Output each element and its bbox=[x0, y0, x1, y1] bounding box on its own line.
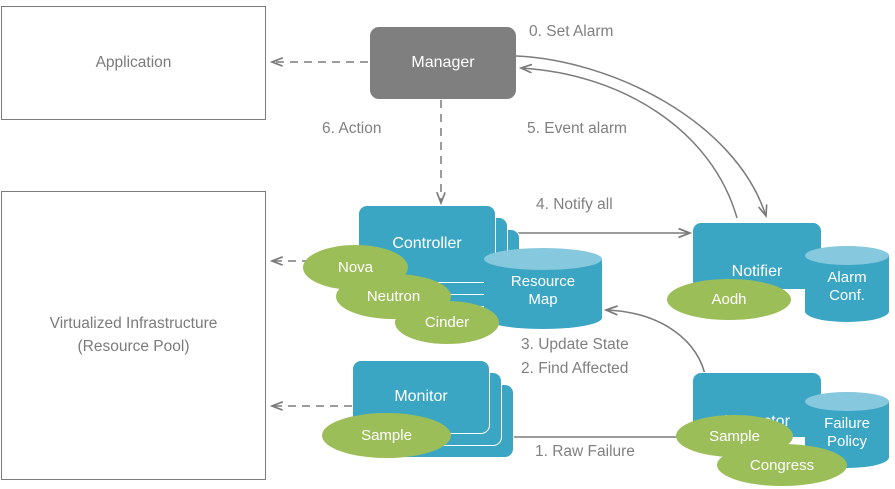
notifier-box[interactable]: Notifier bbox=[692, 222, 822, 290]
resource-map-line2: Map bbox=[528, 290, 558, 308]
alarm-conf-label: Alarm Conf. bbox=[805, 269, 889, 304]
project-nova-label: Nova bbox=[337, 259, 374, 276]
project-sample-monitor[interactable]: Sample bbox=[322, 413, 451, 458]
resource-map-body bbox=[484, 259, 602, 329]
alarm-conf-cylinder[interactable]: Alarm Conf. bbox=[805, 246, 889, 328]
infrastructure-box: Virtualized Infrastructure (Resource Poo… bbox=[1, 191, 266, 480]
controller-label: Controller bbox=[392, 235, 462, 252]
resource-map-top bbox=[484, 248, 602, 270]
project-sample-inspector-label: Sample bbox=[709, 427, 760, 445]
infrastructure-label-line1: Virtualized Infrastructure bbox=[49, 315, 218, 333]
project-sample-inspector[interactable]: Sample bbox=[676, 415, 793, 457]
project-cinder-label: Cinder bbox=[424, 314, 470, 331]
failure-policy-line1: Failure bbox=[824, 415, 870, 432]
flow-label-raw-failure: 1. Raw Failure bbox=[535, 443, 635, 460]
failure-policy-line2: Policy bbox=[826, 432, 867, 450]
failure-policy-top bbox=[805, 392, 889, 411]
flow-label-action: 6. Action bbox=[322, 120, 382, 137]
project-neutron-label: Neutron bbox=[366, 288, 421, 305]
alarm-conf-line1: Alarm bbox=[827, 269, 867, 286]
flow-label-set-alarm: 0. Set Alarm bbox=[529, 23, 614, 40]
alarm-conf-top bbox=[805, 246, 889, 265]
flow-label-find-affected: 2. Find Affected bbox=[521, 360, 629, 377]
flow-label-update-state: 3. Update State bbox=[521, 336, 629, 353]
resource-map-line1: Resource bbox=[510, 273, 576, 290]
project-aodh-label: Aodh bbox=[711, 291, 747, 308]
flow-label-event-alarm: 5. Event alarm bbox=[527, 120, 627, 137]
flow-label-notify-all: 4. Notify all bbox=[536, 196, 613, 213]
project-nova[interactable]: Nova bbox=[303, 245, 408, 290]
project-congress-label: Congress bbox=[749, 456, 815, 474]
failure-policy-label: Failure Policy bbox=[805, 415, 889, 450]
alarm-conf-body bbox=[805, 255, 889, 322]
alarm-conf-line2: Conf. bbox=[829, 286, 865, 304]
manager-label: Manager bbox=[411, 54, 475, 71]
application-box: Application bbox=[1, 6, 266, 120]
monitor-label: Monitor bbox=[394, 388, 448, 405]
infrastructure-label-line2: (Resource Pool) bbox=[77, 337, 190, 355]
notifier-group: Notifier bbox=[692, 222, 832, 312]
application-label: Application bbox=[95, 53, 172, 71]
notifier-label: Notifier bbox=[731, 263, 783, 280]
project-sample-monitor-label: Sample bbox=[361, 427, 412, 444]
resource-map-cylinder[interactable]: Resource Map bbox=[484, 248, 602, 334]
project-aodh[interactable]: Aodh bbox=[667, 279, 791, 320]
resource-map-label: Resource Map bbox=[484, 273, 602, 308]
manager-box[interactable]: Manager bbox=[370, 27, 516, 99]
